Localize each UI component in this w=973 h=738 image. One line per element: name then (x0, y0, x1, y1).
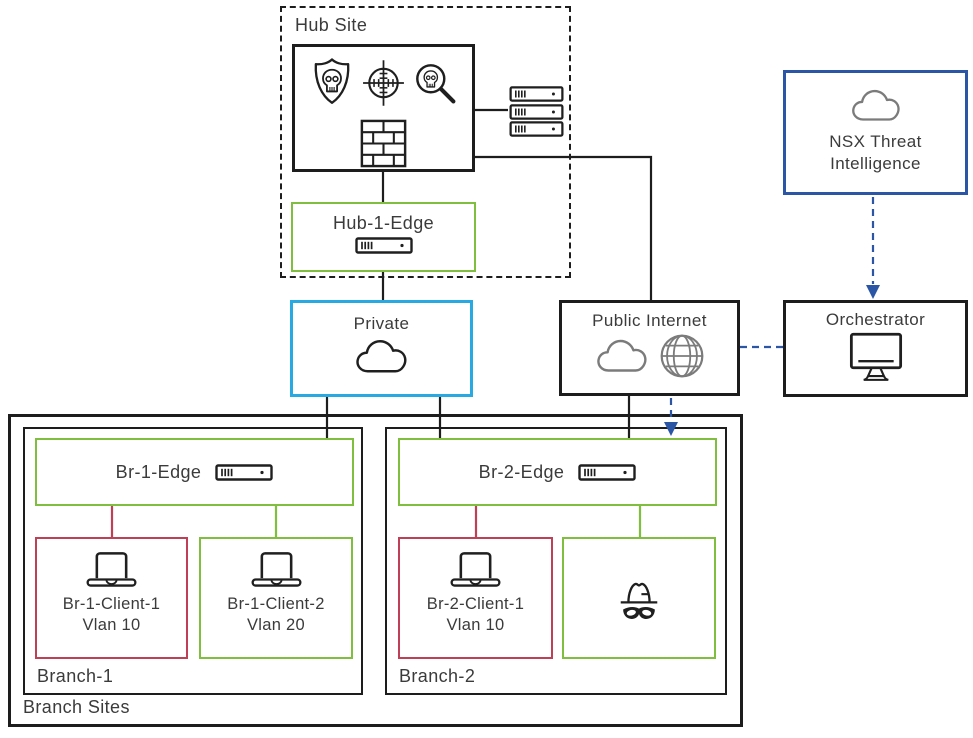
globe-icon (659, 333, 705, 379)
public-internet-label: Public Internet (592, 311, 707, 330)
br-1-client-2-name: Br-1-Client-2 (227, 595, 325, 613)
branch-sites-label: Branch Sites (23, 697, 130, 717)
private-network-box: Private (290, 300, 473, 397)
br-2-edge-box: Br-2-Edge (398, 438, 717, 506)
branch-2-label: Branch-2 (399, 666, 476, 686)
br-2-client-1-vlan: Vlan 10 (446, 616, 505, 634)
monitor-icon (847, 331, 905, 384)
laptop-icon (448, 548, 503, 589)
hub-site-label: Hub Site (295, 15, 368, 35)
edge-appliance-icon (578, 464, 636, 481)
hub-site-group: Hub Site (280, 6, 571, 278)
orchestrator-label: Orchestrator (825, 310, 926, 329)
arrowhead-nsx-to-orchestrator (866, 285, 880, 299)
br-1-client-1-box: Br-1-Client-1 Vlan 10 (35, 537, 188, 659)
br-1-client-1-vlan: Vlan 10 (82, 616, 141, 634)
branch-2-group: Branch-2 Br-2-Edge Br-2-Client-1 Vlan 10 (385, 427, 727, 695)
public-internet-box: Public Internet (559, 300, 740, 396)
spy-icon (614, 574, 664, 623)
br-2-edge-label: Br-2-Edge (478, 461, 565, 482)
server-icon (508, 86, 565, 102)
cloud-icon (849, 87, 903, 124)
hub-1-edge-label: Hub-1-Edge (332, 213, 435, 233)
hub-security-services-box (292, 44, 475, 172)
cloud-icon (594, 337, 650, 375)
private-label: Private (353, 314, 410, 333)
br-1-edge-label: Br-1-Edge (115, 461, 202, 482)
attacker-box (562, 537, 716, 659)
br-1-client-2-box: Br-1-Client-2 Vlan 20 (199, 537, 353, 659)
skull-shield-icon (308, 57, 356, 109)
server-icon (508, 121, 565, 137)
br-1-client-2-vlan: Vlan 20 (246, 616, 306, 634)
nsx-label-line1: NSX Threat (829, 132, 922, 151)
br-2-client-1-name: Br-2-Client-1 (426, 595, 525, 613)
edge-appliance-icon (355, 237, 413, 254)
nsx-label-line2: Intelligence (830, 154, 921, 173)
branch-sites-group: Branch Sites Branch-1 Br-1-Edge Br-1-Cli… (8, 414, 743, 727)
laptop-icon (84, 548, 139, 589)
skull-magnifier-icon (411, 59, 460, 108)
firewall-icon (360, 119, 407, 168)
br-1-edge-box: Br-1-Edge (35, 438, 354, 506)
cloud-icon (353, 337, 410, 376)
branch-1-label: Branch-1 (37, 666, 114, 686)
orchestrator-box: Orchestrator (783, 300, 968, 397)
br-2-client-1-box: Br-2-Client-1 Vlan 10 (398, 537, 553, 659)
server-stack (508, 86, 565, 137)
server-icon (508, 104, 565, 120)
br-1-client-1-name: Br-1-Client-1 (62, 595, 161, 613)
edge-appliance-icon (215, 464, 273, 481)
hub-1-edge-box: Hub-1-Edge (291, 202, 476, 272)
nsx-threat-intelligence-box: NSX Threat Intelligence (783, 70, 968, 195)
laptop-icon (249, 548, 304, 589)
branch-1-group: Branch-1 Br-1-Edge Br-1-Client-1 Vlan 10… (23, 427, 363, 695)
target-scope-icon (361, 57, 406, 109)
